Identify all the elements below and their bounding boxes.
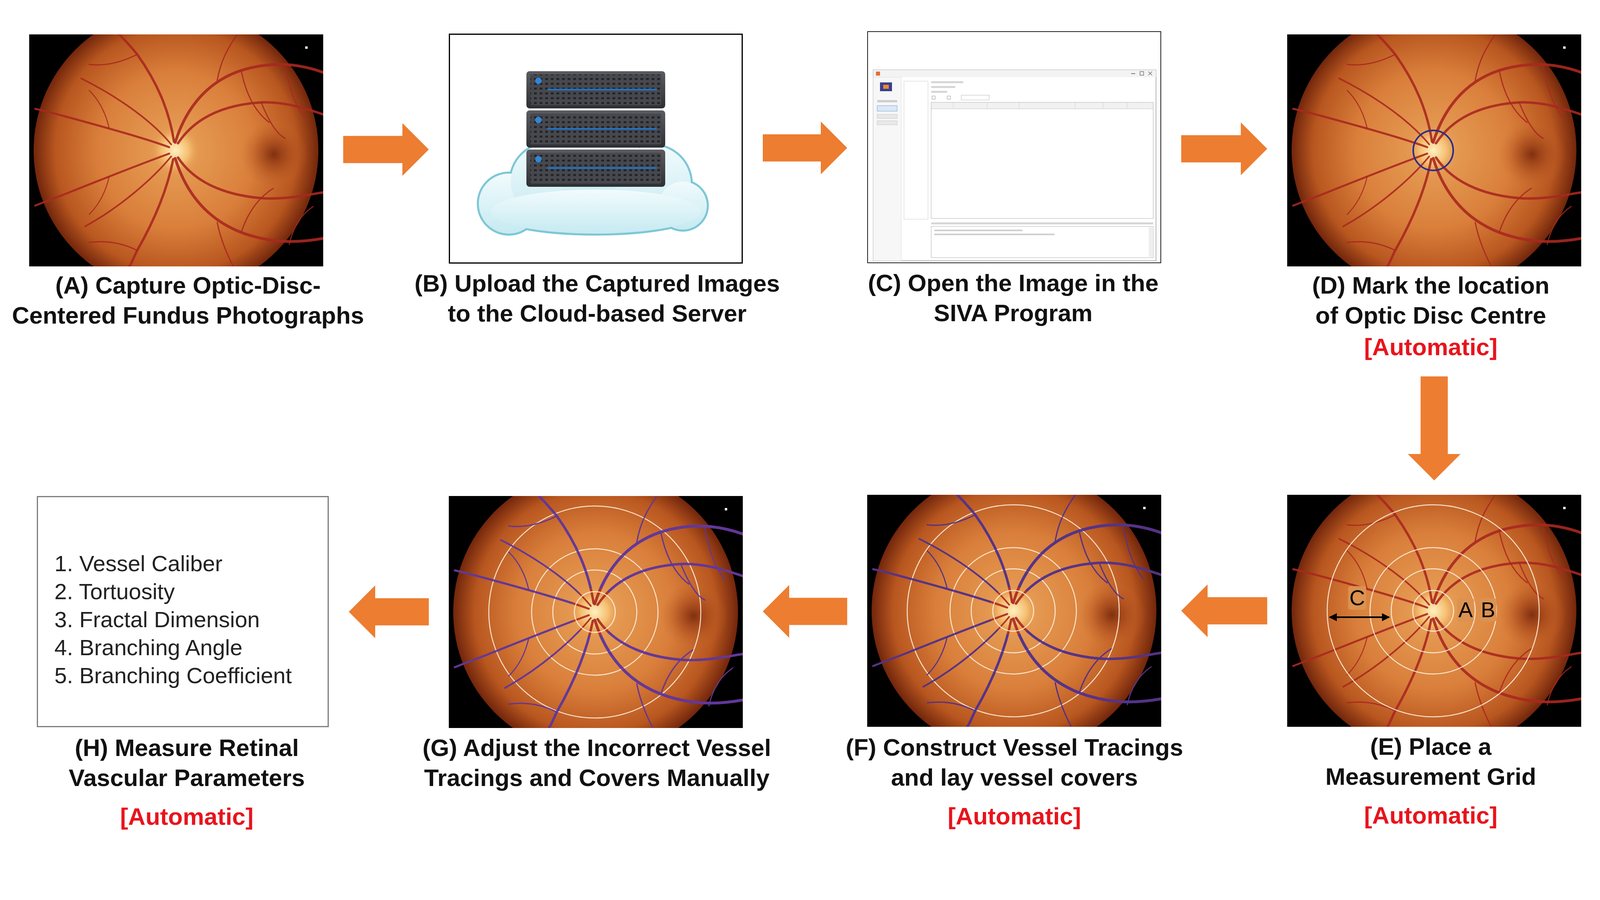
step-caption: (B) Upload the Captured Images to the Cl…: [407, 268, 788, 329]
fundus-photo-panel: (E) Place a Measurement Grid[Automatic]: [1287, 494, 1582, 727]
step-caption: (C) Open the Image in the SIVA Program: [849, 268, 1178, 328]
fundus-photo-panel: (A) Capture Optic-Disc- Centered Fundus …: [29, 34, 324, 267]
automatic-tag: [Automatic]: [830, 801, 1199, 832]
step-caption: (H) Measure Retinal Vascular Parameters: [54, 732, 319, 793]
server-panel: (B) Upload the Captured Images to the Cl…: [448, 33, 743, 264]
caption-block: (F) Construct Vessel Tracings and lay ve…: [830, 732, 1199, 832]
fundus-photo-panel: (G) Adjust the Incorrect Vessel Tracings…: [448, 496, 743, 728]
step-caption: (A) Capture Optic-Disc- Centered Fundus …: [6, 270, 370, 331]
parameter-item: 2. Tortuosity: [54, 577, 292, 606]
caption-block: (B) Upload the Captured Images to the Cl…: [407, 268, 788, 329]
caption-block: (A) Capture Optic-Disc- Centered Fundus …: [6, 270, 370, 331]
step-caption: (D) Mark the location of Optic Disc Cent…: [1302, 270, 1559, 331]
parameter-item: 5. Branching Coefficient: [54, 661, 292, 690]
parameter-item: 4. Branching Angle: [54, 633, 292, 662]
step-caption: (E) Place a Measurement Grid: [1314, 731, 1547, 792]
flow-arrow: [1408, 376, 1461, 481]
flow-arrow: [1181, 584, 1268, 638]
automatic-tag: [Automatic]: [1302, 332, 1559, 362]
zone-label: A: [1457, 598, 1474, 622]
flow-arrow: [348, 585, 429, 639]
caption-block: (E) Place a Measurement Grid [Automatic]: [1314, 731, 1547, 831]
caption-block: (C) Open the Image in the SIVA Program: [849, 268, 1178, 328]
fundus-photo-panel: (F) Construct Vessel Tracings and lay ve…: [867, 494, 1162, 727]
caption-block: (H) Measure Retinal Vascular Parameters […: [54, 732, 319, 832]
parameter-list: 1. Vessel Caliber2. Tortuosity3. Fractal…: [54, 549, 292, 690]
parameter-item: 3. Fractal Dimension: [54, 605, 292, 634]
parameter-item: 1. Vessel Caliber: [54, 549, 292, 578]
zone-label: C: [1348, 586, 1367, 610]
zone-label: B: [1479, 598, 1497, 622]
automatic-tag: [Automatic]: [1314, 800, 1547, 831]
flow-arrow: [1181, 122, 1268, 176]
step-caption: (F) Construct Vessel Tracings and lay ve…: [830, 732, 1199, 793]
caption-block: (G) Adjust the Incorrect Vessel Tracings…: [412, 732, 781, 793]
flow-arrow: [343, 123, 429, 176]
parameter-box: 1. Vessel Caliber2. Tortuosity3. Fractal…: [36, 496, 329, 728]
flow-arrow: [762, 121, 848, 175]
flow-arrow: [762, 585, 848, 638]
fundus-photo-panel: (D) Mark the location of Optic Disc Cent…: [1287, 34, 1582, 267]
software-panel: (C) Open the Image in the SIVA Program: [867, 31, 1162, 264]
caption-block: (D) Mark the location of Optic Disc Cent…: [1302, 270, 1559, 362]
step-caption: (G) Adjust the Incorrect Vessel Tracings…: [412, 732, 781, 793]
automatic-tag: [Automatic]: [54, 801, 319, 832]
